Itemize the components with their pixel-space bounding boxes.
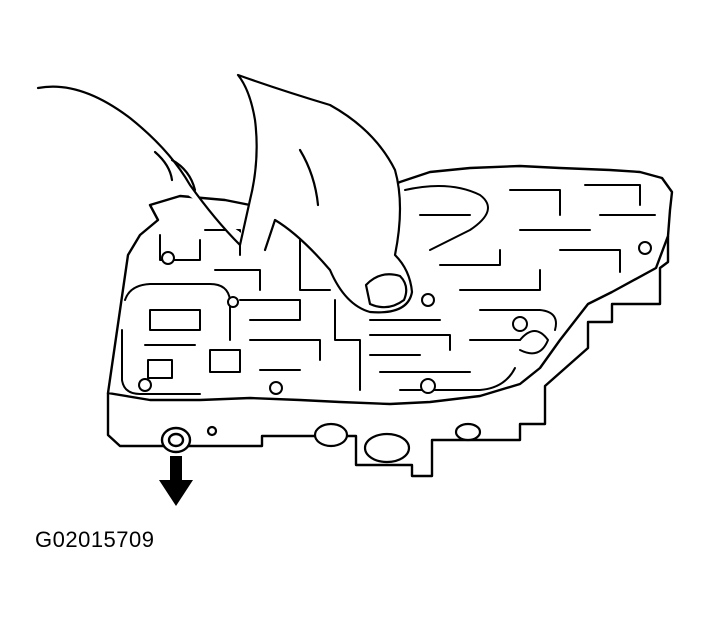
hand xyxy=(36,73,414,314)
hand-outline xyxy=(36,73,414,314)
plate-holes xyxy=(138,202,652,395)
thumbnail xyxy=(364,273,408,309)
front-bores xyxy=(206,422,482,464)
figure-code: G02015709 xyxy=(35,527,155,552)
down-arrow-icon xyxy=(159,456,193,506)
check-ball xyxy=(160,426,192,454)
